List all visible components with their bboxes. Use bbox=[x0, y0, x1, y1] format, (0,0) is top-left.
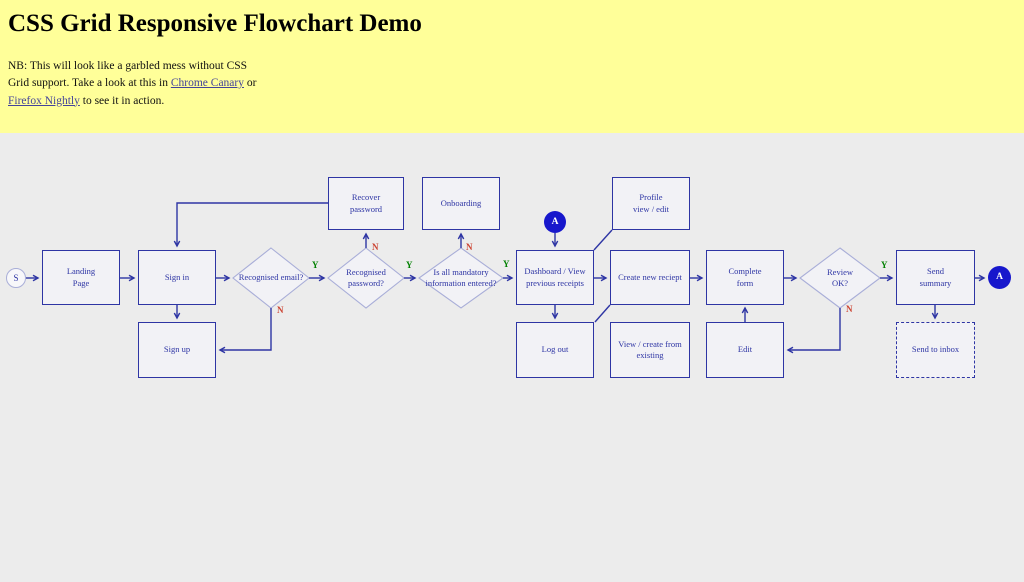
node-end-a: A bbox=[988, 266, 1011, 289]
edge-label-review-to-send: Y bbox=[881, 260, 888, 270]
edge-label-email-no-to-signup: N bbox=[277, 305, 284, 315]
header: CSS Grid Responsive Flowchart Demo NB: T… bbox=[0, 0, 1024, 133]
node-sign-in: Sign in bbox=[138, 250, 216, 305]
node-create-receipt: Create new reciept bbox=[610, 250, 690, 305]
node-start: S bbox=[6, 268, 26, 288]
node-mandatory-info-shape bbox=[418, 247, 504, 309]
note-part-3: to see it in action. bbox=[79, 94, 165, 107]
note-part-1: NB: This will look like a garbled mess w… bbox=[8, 60, 248, 90]
node-onboarding: Onboarding bbox=[422, 177, 500, 230]
edge-logout-create-diagonal bbox=[594, 304, 611, 323]
note-text: NB: This will look like a garbled mess w… bbox=[0, 38, 270, 110]
edge-email-no-to-signup bbox=[218, 308, 272, 354]
edge-recover-to-signin bbox=[173, 202, 328, 248]
edge-label-mandatory-to-dashboard: Y bbox=[503, 259, 510, 269]
edge-review-no-to-edit bbox=[786, 308, 841, 354]
node-log-out: Log out bbox=[516, 322, 594, 378]
node-send-to-inbox: Send to inbox bbox=[896, 322, 975, 378]
node-recognised-password-shape bbox=[327, 247, 405, 309]
edge-label-password-to-mandatory: Y bbox=[406, 260, 413, 270]
edge-label-review-no-to-edit: N bbox=[846, 304, 853, 314]
edge-label-email-to-password: Y bbox=[312, 260, 319, 270]
note-part-2: or bbox=[243, 77, 257, 90]
node-recognised-email: Recognised email? bbox=[238, 272, 304, 283]
link-firefox-nightly[interactable]: Firefox Nightly bbox=[8, 94, 80, 107]
page-title: CSS Grid Responsive Flowchart Demo bbox=[8, 10, 422, 37]
edge-dashboard-profile-diagonal bbox=[593, 229, 613, 251]
node-edit: Edit bbox=[706, 322, 784, 378]
node-ref-a-top: A bbox=[544, 211, 566, 233]
node-sign-up: Sign up bbox=[138, 322, 216, 378]
link-chrome-canary[interactable]: Chrome Canary bbox=[170, 77, 244, 90]
edge-label-password-no-to-recover: N bbox=[372, 242, 379, 252]
edge-label-mandatory-no-to-onboarding: N bbox=[466, 242, 473, 252]
